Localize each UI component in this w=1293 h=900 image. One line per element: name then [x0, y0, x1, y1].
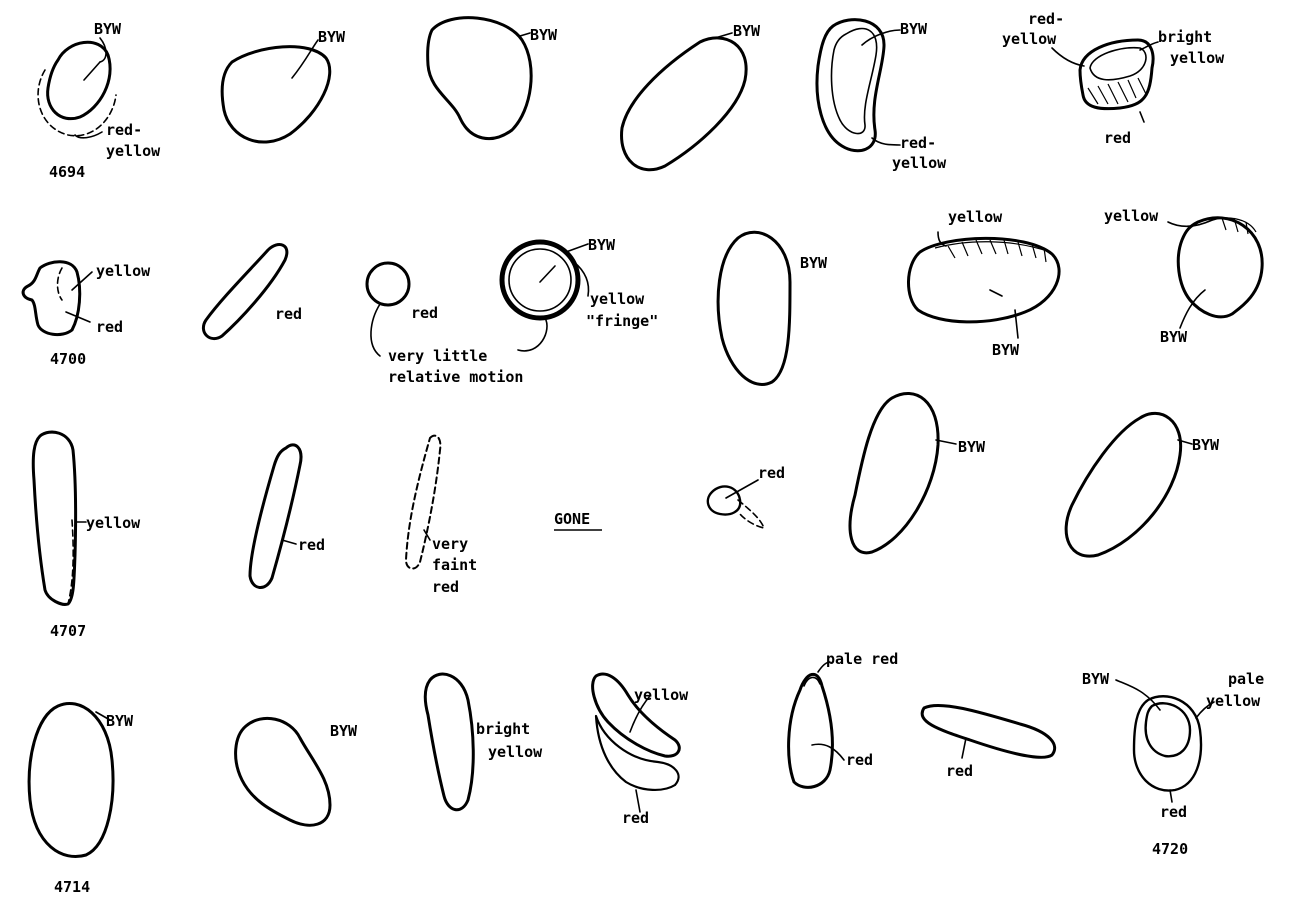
- particle-r2-2: [203, 245, 286, 339]
- label-r1-1-byw: BYW: [94, 20, 122, 38]
- label-r1-6-red-top: red-: [1028, 10, 1064, 28]
- note-relative-motion: relative motion: [388, 368, 523, 386]
- particle-r3-1: [33, 432, 86, 604]
- label-r3-3-faint: faint: [432, 556, 477, 574]
- label-r4-3-bright: bright: [476, 720, 530, 738]
- label-r4-4-red: red: [622, 809, 649, 827]
- frame-number-4720: 4720: [1152, 840, 1188, 858]
- label-r1-2-byw: BYW: [318, 28, 346, 46]
- label-r3-7-byw: BYW: [1192, 436, 1220, 454]
- particle-r4-5: [789, 662, 844, 787]
- particle-r1-3: [428, 18, 532, 139]
- particle-r3-2: [250, 445, 301, 588]
- row-1: BYW red- yellow 4694 BYW BYW BYW BYW: [38, 10, 1225, 181]
- label-r2-1-red: red: [96, 318, 123, 336]
- note-very-little: very little: [388, 347, 487, 365]
- row-3: yellow 4707 red very faint red GONE red: [33, 393, 1220, 640]
- label-r4-5-pale-red: pale red: [826, 650, 898, 668]
- label-r1-6-red: red: [1104, 129, 1131, 147]
- particle-r2-6: [908, 232, 1059, 338]
- label-r1-4-byw: BYW: [733, 22, 761, 40]
- label-r1-6-bright: bright: [1158, 28, 1212, 46]
- label-r4-6-red: red: [946, 762, 973, 780]
- label-r3-3-very: very: [432, 535, 468, 553]
- label-r3-5-red: red: [758, 464, 785, 482]
- particle-r2-3: [367, 263, 409, 356]
- particle-r2-4: [502, 242, 588, 351]
- label-r2-4-byw: BYW: [588, 236, 616, 254]
- particle-r1-1: [38, 38, 116, 138]
- label-r2-4-fringe: "fringe": [586, 312, 658, 330]
- label-r4-1-byw: BYW: [106, 712, 134, 730]
- label-r2-3-red: red: [411, 304, 438, 322]
- particle-r1-2: [222, 40, 330, 142]
- label-r3-1-yellow: yellow: [86, 514, 141, 532]
- label-r4-3-yellow: yellow: [488, 743, 543, 761]
- label-r3-6-byw: BYW: [958, 438, 986, 456]
- label-r4-7-red: red: [1160, 803, 1187, 821]
- label-r1-3-byw: BYW: [530, 26, 558, 44]
- label-r2-7-yellow: yellow: [1104, 207, 1159, 225]
- particle-r4-3: [425, 674, 473, 810]
- row-2: yellow red 4700 red red very little rela…: [23, 207, 1262, 386]
- label-r1-5-red: red-: [900, 134, 936, 152]
- label-r1-1-yellow: yellow: [106, 142, 161, 160]
- frame-number-4694: 4694: [49, 163, 85, 181]
- particle-r4-1: [29, 703, 113, 856]
- particle-r3-7: [1066, 413, 1192, 556]
- label-r4-7-byw: BYW: [1082, 670, 1110, 688]
- particle-r4-7: [1116, 680, 1214, 802]
- frame-number-4707: 4707: [50, 622, 86, 640]
- label-r4-4-yellow: yellow: [634, 686, 689, 704]
- label-r4-7-yellow: yellow: [1206, 692, 1261, 710]
- particle-r1-6: [1052, 40, 1158, 122]
- particle-r2-7: [1168, 218, 1262, 328]
- label-r4-5-red: red: [846, 751, 873, 769]
- particle-r1-5: [817, 20, 900, 151]
- label-r2-1-yellow: yellow: [96, 262, 151, 280]
- particle-r2-5: [718, 232, 790, 384]
- label-r1-5-yellow: yellow: [892, 154, 947, 172]
- particle-r2-1: [23, 262, 92, 335]
- label-r4-7-pale: pale: [1228, 670, 1264, 688]
- label-r2-6-yellow: yellow: [948, 208, 1003, 226]
- label-r1-1-red: red-: [106, 121, 142, 139]
- label-r4-2-byw: BYW: [330, 722, 358, 740]
- particle-r4-6: [922, 705, 1055, 758]
- label-r2-5-byw: BYW: [800, 254, 828, 272]
- label-r1-6-yellow-right: yellow: [1170, 49, 1225, 67]
- particle-r1-4: [622, 33, 747, 170]
- particle-r4-2: [236, 718, 330, 825]
- label-r3-3-red: red: [432, 578, 459, 596]
- label-gone: GONE: [554, 510, 590, 528]
- label-r1-6-yellow-top: yellow: [1002, 30, 1057, 48]
- particle-r3-6: [850, 393, 956, 552]
- row-4: BYW 4714 BYW bright yellow yellow red: [29, 650, 1264, 896]
- label-r1-5-byw: BYW: [900, 20, 928, 38]
- label-r2-4-yellow: yellow: [590, 290, 645, 308]
- frame-number-4714: 4714: [54, 878, 90, 896]
- particle-r3-5: [708, 480, 764, 528]
- label-r2-2-red: red: [275, 305, 302, 323]
- frame-number-4700: 4700: [50, 350, 86, 368]
- label-r2-7-byw: BYW: [1160, 328, 1188, 346]
- label-r2-6-byw: BYW: [992, 341, 1020, 359]
- label-r3-2-red: red: [298, 536, 325, 554]
